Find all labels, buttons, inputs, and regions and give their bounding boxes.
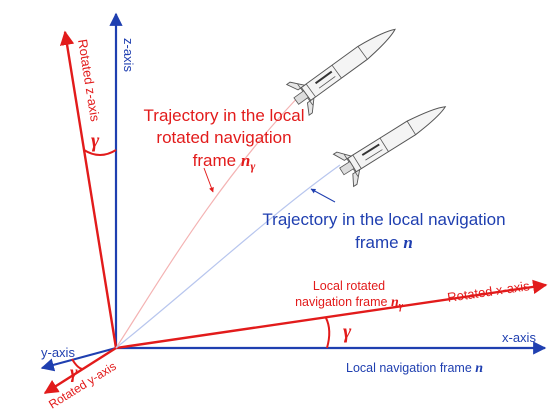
y-axis-label: y-axis (41, 345, 75, 360)
rotated-trajectory-curve (115, 94, 301, 349)
angle-gamma-y: γ (70, 362, 78, 382)
local-rotated-frame-label: Local rotated navigation frame nγ (295, 279, 404, 312)
angle-arc-y (71, 358, 84, 370)
angle-gamma-z: γ (91, 130, 100, 152)
local-frame-label: Local navigation frame n (346, 361, 483, 376)
x-axis-label: x-axis (502, 330, 536, 345)
svg-text:navigation frame nγ: navigation frame nγ (295, 295, 404, 312)
trajectory-pointer (310, 188, 336, 203)
rotated-x-axis-line (115, 279, 548, 350)
y-axis-line (40, 346, 117, 372)
svg-text:Local rotated: Local rotated (313, 279, 385, 293)
angle-arc-x (325, 317, 331, 349)
trajectory-curve (115, 164, 341, 349)
rotated-trajectory-label: Trajectory in the local rotated navigati… (144, 106, 305, 173)
rotated-trajectory-pointer (203, 167, 214, 193)
rotated-z-axis-line (59, 30, 118, 349)
rotated-y-axis-line (43, 346, 117, 395)
angle-arc-z (83, 149, 117, 156)
svg-text:rotated navigation: rotated navigation (156, 128, 291, 147)
svg-text:frame n: frame n (355, 233, 413, 252)
angle-gamma-x: γ (343, 321, 352, 343)
rocket-icon (284, 12, 408, 118)
rotated-x-axis-label: Rotated x-axis (446, 278, 531, 305)
svg-text:Trajectory in the local: Trajectory in the local (144, 106, 305, 125)
z-axis-label: z-axis (121, 38, 136, 72)
rocket-icon (330, 89, 457, 189)
svg-text:Trajectory in the local naviga: Trajectory in the local navigation (262, 210, 505, 229)
trajectory-label: Trajectory in the local navigation frame… (262, 210, 505, 252)
rotated-z-axis-label: Rotated z-axis (75, 38, 103, 123)
svg-text:frame nγ: frame nγ (193, 151, 256, 173)
